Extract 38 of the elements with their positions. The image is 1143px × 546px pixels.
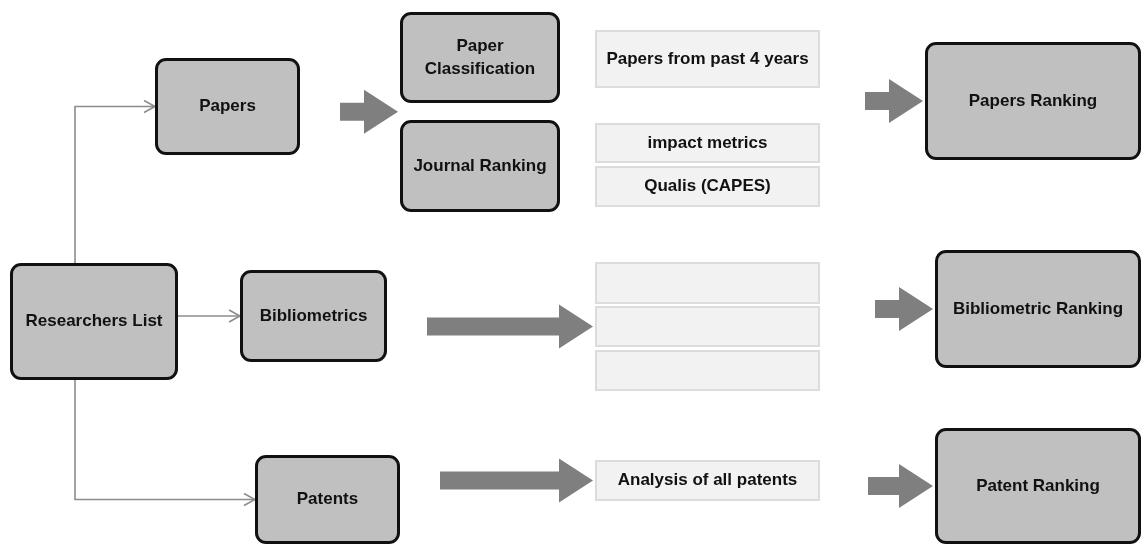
node-label: Analysis of all patents [617, 469, 798, 492]
node-label: Papers from past 4 years [606, 47, 809, 70]
process-box [10, 263, 178, 380]
process-box [400, 120, 560, 212]
block-arrow [440, 458, 593, 503]
block-arrow [427, 304, 593, 349]
arrow [177, 309, 241, 323]
block-arrow [868, 464, 933, 508]
info-panel [595, 262, 820, 304]
arrow [74, 379, 256, 507]
process-box [400, 12, 560, 103]
info-panel [595, 350, 820, 391]
info-panel [595, 460, 820, 501]
info-panel [595, 306, 820, 347]
node-label: Papers Ranking [968, 89, 1098, 112]
node-label: Researchers List [25, 310, 163, 333]
node-label: Bibliometrics [259, 304, 368, 327]
info-panel [595, 30, 820, 88]
node-label: Bibliometric Ranking [953, 297, 1123, 320]
node-label: Patents [296, 488, 359, 511]
info-panel [595, 123, 820, 163]
process-box [925, 42, 1141, 160]
process-box [155, 58, 300, 155]
node-label: Paper Classification [423, 34, 537, 80]
process-box [240, 270, 387, 362]
process-box [935, 428, 1141, 544]
node-label: impact metrics [647, 131, 768, 154]
process-box [255, 455, 400, 544]
node-label: Journal Ranking [413, 154, 547, 177]
arrow [74, 99, 156, 264]
process-box [935, 250, 1141, 368]
block-arrow [875, 287, 933, 331]
block-arrow [865, 79, 923, 123]
node-label: Patent Ranking [976, 474, 1100, 497]
node-label: Qualis (CAPES) [644, 175, 771, 198]
node-label: Papers [199, 95, 256, 118]
block-arrow [340, 89, 398, 134]
info-panel [595, 166, 820, 207]
